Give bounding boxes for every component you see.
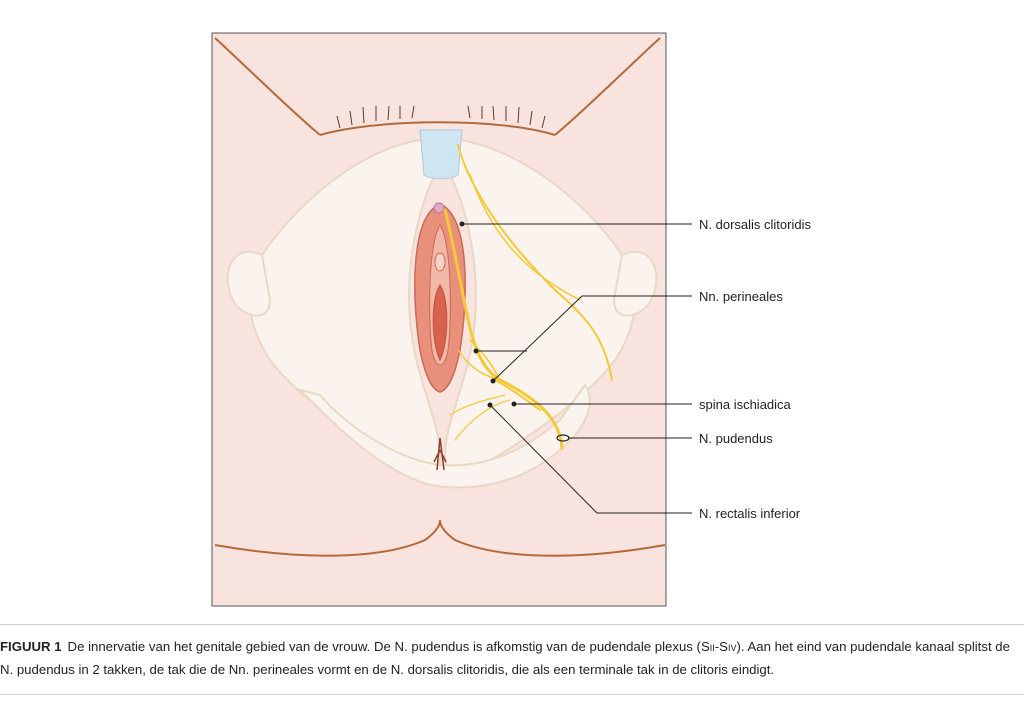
figure-number: FIGUUR 1 xyxy=(0,639,62,654)
caption-top-rule xyxy=(0,624,1024,625)
label-pudendus: N. pudendus xyxy=(699,431,773,446)
right-thigh-contour xyxy=(554,37,661,136)
caption-range-start: II xyxy=(709,643,715,653)
caption-text-part2: ). Aan het eind van pudendale kanaal spl… xyxy=(0,639,1010,677)
figure-caption: FIGUUR 1 De innervatie van het genitale g… xyxy=(0,636,1020,681)
caption-text-part1: De innervatie van het genitale gebied va… xyxy=(67,639,710,654)
leader-rectalis xyxy=(489,404,692,514)
buttocks-contour xyxy=(214,519,666,557)
leader-lines xyxy=(462,223,692,514)
pubic-symphysis xyxy=(419,129,463,180)
leader-dots xyxy=(459,221,517,408)
pubic-hair xyxy=(336,105,546,129)
caption-range-separator: -S xyxy=(714,639,728,654)
nervus-rectalis-inferior xyxy=(449,394,511,441)
label-spina-ischiadica: spina ischiadica xyxy=(699,397,792,412)
label-dorsalis-clitoridis: N. dorsalis clitoridis xyxy=(699,217,811,232)
vulva xyxy=(414,202,466,393)
label-rectalis-inferior: N. rectalis inferior xyxy=(699,506,801,521)
caption-range-end: IV xyxy=(727,643,737,653)
abdomen-contour xyxy=(319,121,556,136)
label-perineales: Nn. perineales xyxy=(699,289,783,304)
anus xyxy=(433,437,447,471)
pudendus-marker xyxy=(556,434,570,442)
caption-bottom-rule xyxy=(0,694,1024,695)
leader-perineales xyxy=(492,295,692,382)
clitoris xyxy=(433,202,445,214)
left-thigh-contour xyxy=(214,37,321,136)
